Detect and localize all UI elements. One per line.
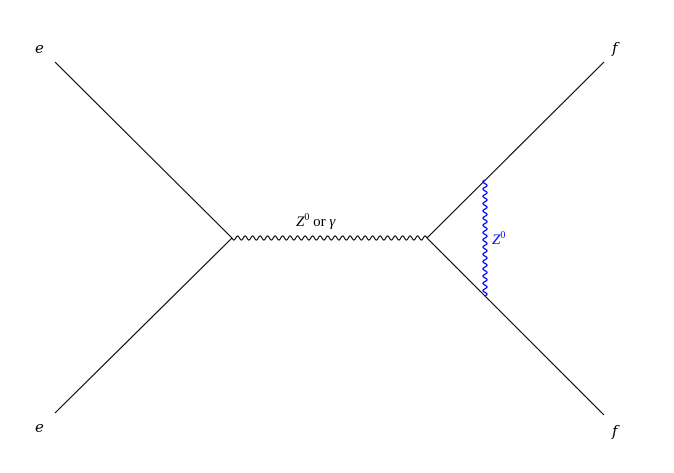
incoming-electron-line-top [54, 61, 233, 239]
incoming-electron-line-bottom [54, 237, 233, 414]
loop-correction-wavy-line [482, 179, 488, 297]
propagator-or-text: or [309, 214, 330, 230]
propagator-boson-symbol: Z [296, 214, 305, 230]
propagator-wavy-line [231, 235, 428, 241]
propagator-label: Z0 or γ [296, 213, 335, 230]
fermion-label-bottom: f [612, 422, 618, 440]
electron-label-bottom: e [35, 418, 44, 436]
loop-boson-superscript: 0 [500, 230, 506, 241]
outgoing-fermion-line-top [426, 61, 605, 239]
propagator-photon-symbol: γ [329, 214, 336, 230]
electron-label-top: e [35, 39, 44, 57]
loop-boson-label: Z0 [492, 231, 505, 248]
loop-boson-symbol: Z [492, 232, 501, 248]
propagator-boson-superscript: 0 [304, 212, 310, 223]
outgoing-fermion-line-bottom [426, 237, 605, 416]
fermion-label-top: f [612, 39, 618, 57]
